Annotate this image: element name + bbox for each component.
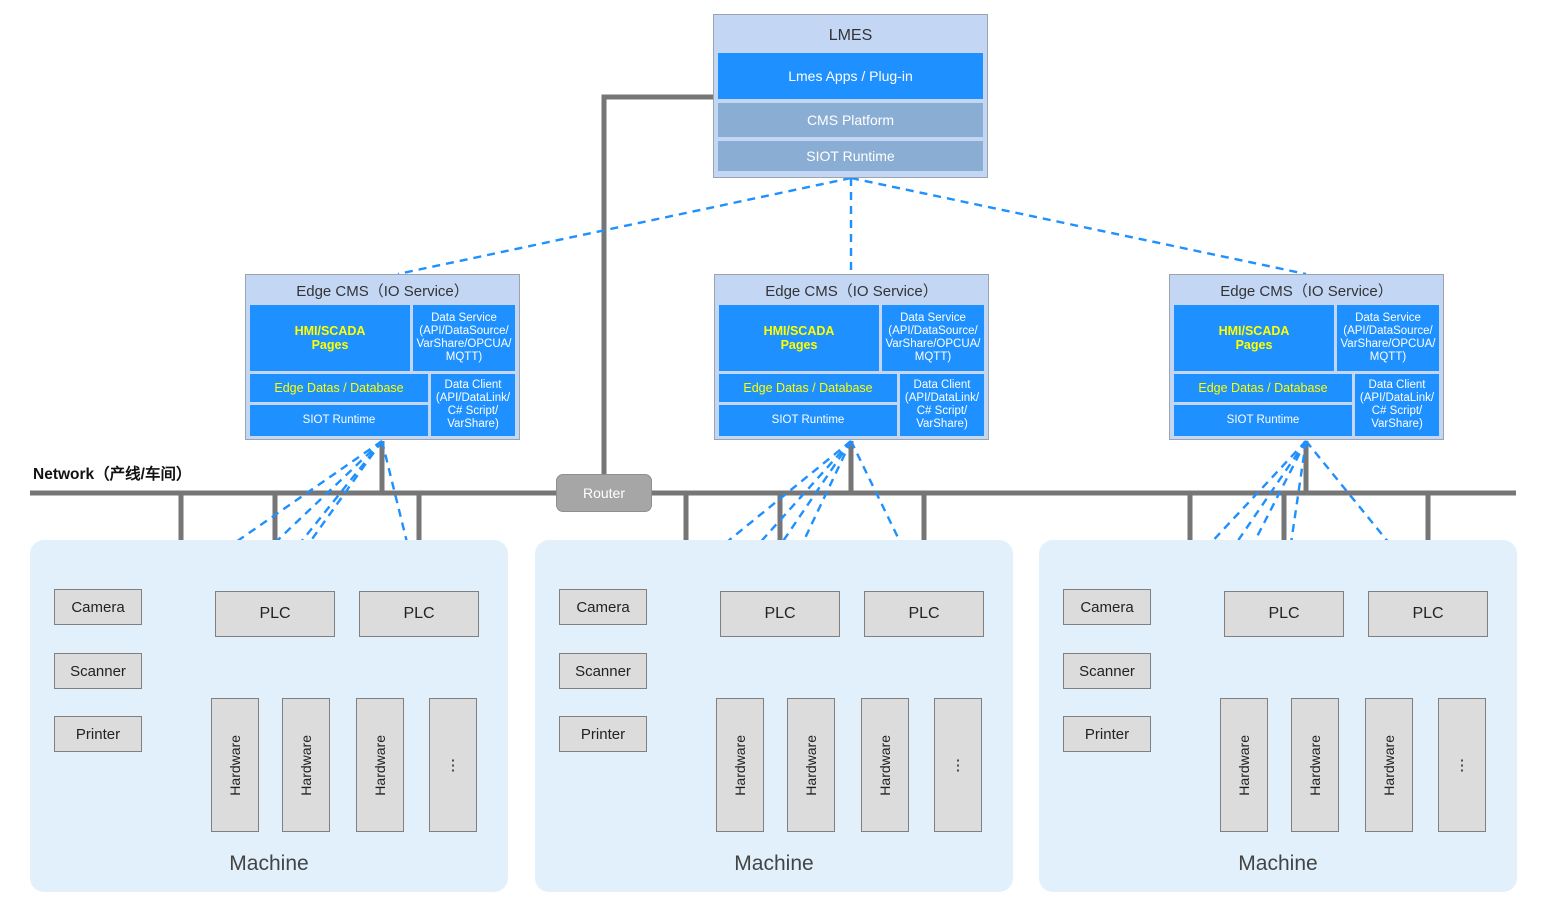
device-printer: Printer — [1063, 716, 1151, 752]
device-printer: Printer — [54, 716, 142, 752]
hardware-more-indicator: ⋮ — [1438, 698, 1486, 832]
plc-node: PLC — [1368, 591, 1488, 637]
device-scanner: Scanner — [559, 653, 647, 689]
edge-datas-database: Edge Datas / Database — [719, 374, 897, 402]
edge-siot-runtime: SIOT Runtime — [1174, 405, 1352, 436]
edge-siot-runtime: SIOT Runtime — [250, 405, 428, 436]
hardware-node: Hardware — [787, 698, 835, 832]
router-node: Router — [556, 474, 652, 512]
data-client-block: Data Client (API/DataLink/ C# Script/ Va… — [1355, 374, 1439, 436]
lmes-apps-plugin: Lmes Apps / Plug-in — [718, 53, 983, 99]
device-scanner: Scanner — [1063, 653, 1151, 689]
hardware-more-indicator: ⋮ — [429, 698, 477, 832]
network-label: Network（产线/车间） — [33, 466, 192, 483]
hardware-node: Hardware — [716, 698, 764, 832]
hardware-node: Hardware — [861, 698, 909, 832]
device-camera: Camera — [559, 589, 647, 625]
edge-siot-runtime: SIOT Runtime — [719, 405, 897, 436]
plc-node: PLC — [215, 591, 335, 637]
hardware-node: Hardware — [1220, 698, 1268, 832]
machine-label: Machine — [229, 852, 309, 875]
plc-node: PLC — [1224, 591, 1344, 637]
device-scanner: Scanner — [54, 653, 142, 689]
lmes-siot-runtime: SIOT Runtime — [718, 141, 983, 171]
hardware-node: Hardware — [1365, 698, 1413, 832]
edge-cms-title: Edge CMS（IO Service） — [296, 283, 469, 300]
machine-label: Machine — [734, 852, 814, 875]
plc-node: PLC — [864, 591, 984, 637]
lmes-box: LMES Lmes Apps / Plug-in CMS Platform SI… — [713, 14, 988, 178]
hardware-more-indicator: ⋮ — [934, 698, 982, 832]
data-client-block: Data Client (API/DataLink/ C# Script/ Va… — [431, 374, 515, 436]
edge-cms-title: Edge CMS（IO Service） — [765, 283, 938, 300]
plc-node: PLC — [359, 591, 479, 637]
hardware-node: Hardware — [211, 698, 259, 832]
hardware-node: Hardware — [1291, 698, 1339, 832]
data-service-block: Data Service (API/DataSource/ VarShare/O… — [882, 305, 984, 371]
data-service-block: Data Service (API/DataSource/ VarShare/O… — [413, 305, 515, 371]
lmes-cms-platform: CMS Platform — [718, 103, 983, 137]
device-camera: Camera — [54, 589, 142, 625]
lmes-title: LMES — [828, 27, 873, 44]
edge-datas-database: Edge Datas / Database — [250, 374, 428, 402]
data-service-block: Data Service (API/DataSource/ VarShare/O… — [1337, 305, 1439, 371]
machine-label: Machine — [1238, 852, 1318, 875]
device-camera: Camera — [1063, 589, 1151, 625]
device-printer: Printer — [559, 716, 647, 752]
edge-datas-database: Edge Datas / Database — [1174, 374, 1352, 402]
hardware-node: Hardware — [356, 698, 404, 832]
plc-node: PLC — [720, 591, 840, 637]
data-client-block: Data Client (API/DataLink/ C# Script/ Va… — [900, 374, 984, 436]
edge-cms-title: Edge CMS（IO Service） — [1220, 283, 1393, 300]
hardware-node: Hardware — [282, 698, 330, 832]
